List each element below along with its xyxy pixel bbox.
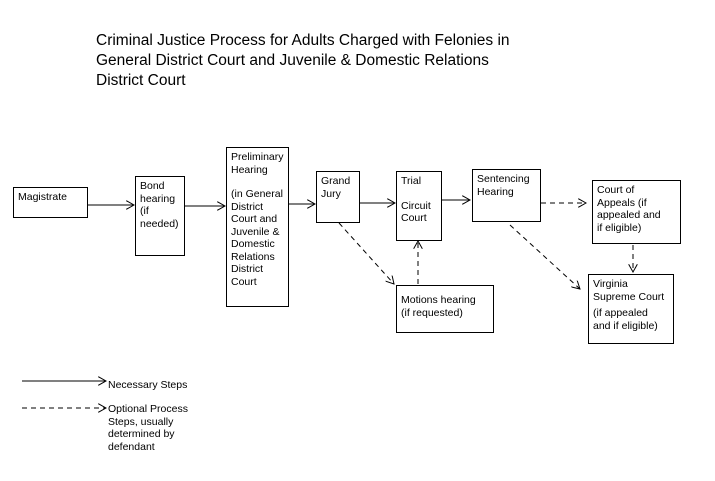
legend-label: determined by [108,428,175,440]
node-preliminary-hearing: Preliminary Hearing (in General District… [226,147,289,307]
diagram-title: Criminal Justice Process for Adults Char… [96,31,696,91]
node-label: Sentencing [477,173,530,185]
node-label: needed) [140,217,179,230]
legend-necessary: Necessary Steps [108,379,187,392]
node-detail: and if eligible) [593,319,658,332]
node-detail: Circuit [401,199,431,212]
node-label: Court of [597,184,635,196]
node-bond-hearing: Bond hearing (if needed) [135,176,185,256]
node-detail: (in General [231,188,283,200]
node-label: Magistrate [18,191,68,203]
node-detail: Juvenile & [231,225,280,238]
node-detail: District [231,200,264,213]
legend-label: Steps, usually [108,415,174,428]
node-detail: District [231,263,264,275]
node-label: Grand [321,175,351,187]
title-line: General District Court and Juvenile & Do… [96,52,489,69]
node-label: Preliminary [231,151,284,163]
node-label: appealed and [597,209,661,221]
node-detail: (if appealed [593,307,648,319]
node-label: (if [140,205,149,217]
node-detail: Court and [231,213,278,225]
node-label: Jury [321,187,341,200]
legend-optional: Optional Process Steps, usually determin… [108,403,188,453]
node-label: Bond [140,180,165,192]
title-line: District Court [96,72,186,89]
node-sentencing-hearing: Sentencing Hearing [472,169,541,222]
node-court-of-appeals: Court of Appeals (if appealed and if eli… [592,180,681,244]
node-label: Trial [401,175,422,187]
node-trial: Trial Circuit Court [396,171,442,241]
node-detail: Court [401,212,427,224]
arrow-grandjury-to-motions [338,222,394,284]
title-line: Criminal Justice Process for Adults Char… [96,32,510,49]
node-motions-hearing: Motions hearing (if requested) [396,285,494,333]
legend-label: defendant [108,440,155,453]
node-virginia-supreme-court: Virginia Supreme Court (if appealed and … [588,274,674,344]
node-detail: Relations [231,250,275,263]
legend-label: Optional Process [108,403,188,415]
node-grand-jury: Grand Jury [316,171,360,223]
node-detail: Court [231,275,257,288]
node-label: Virginia [593,278,628,290]
node-magistrate: Magistrate [13,187,88,218]
node-label: Motions hearing [401,294,476,306]
node-detail: Domestic [231,238,275,250]
node-label: if eligible) [597,221,642,234]
node-label: hearing [140,192,176,205]
legend-label: Necessary Steps [108,379,188,391]
node-label: Supreme Court [593,290,665,303]
node-label: Hearing [477,185,514,198]
node-label: Hearing [231,163,268,176]
node-label: (if requested) [401,306,463,319]
arrow-sentencing-to-supreme [509,224,580,289]
node-label: Appeals (if [597,196,647,209]
